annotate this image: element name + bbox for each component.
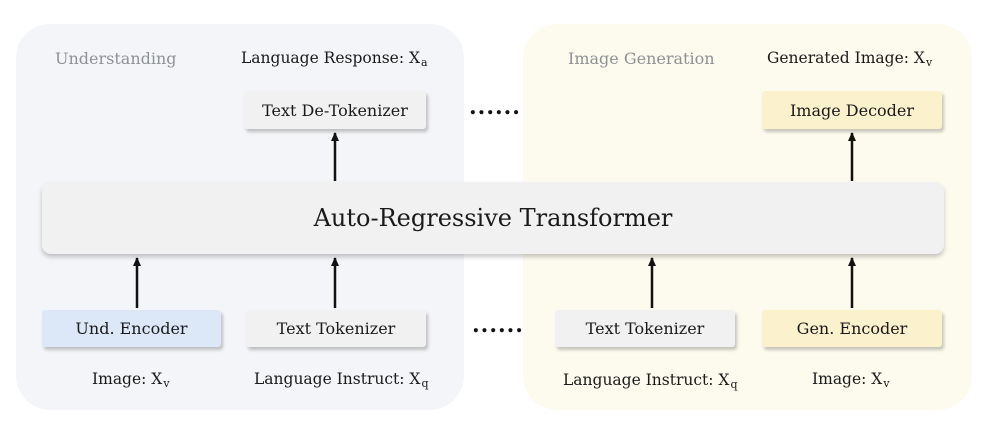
image-input-caption-right: Image: Xv — [812, 370, 890, 390]
text-tokenizer-box-right: Text Tokenizer — [555, 310, 735, 347]
image-input-caption-left: Image: Xv — [92, 370, 170, 390]
image-decoder-box: Image Decoder — [762, 91, 942, 129]
gen-encoder-box: Gen. Encoder — [762, 310, 942, 347]
generated-image-caption: Generated Image: Xv — [767, 49, 933, 69]
image-generation-title: Image Generation — [568, 49, 715, 68]
und-encoder-box: Und. Encoder — [42, 310, 221, 347]
language-instruct-caption-left: Language Instruct: Xq — [254, 370, 429, 390]
text-detokenizer-box: Text De-Tokenizer — [244, 91, 426, 129]
understanding-title: Understanding — [55, 49, 177, 68]
auto-regressive-transformer: Auto-Regressive Transformer — [42, 182, 944, 254]
text-tokenizer-box-left: Text Tokenizer — [246, 310, 426, 347]
language-instruct-caption-right: Language Instruct: Xq — [563, 371, 738, 391]
language-response-caption: Language Response: Xa — [241, 49, 428, 69]
top-ellipsis: ...... — [469, 94, 521, 120]
bottom-ellipsis: ...... — [472, 312, 524, 338]
